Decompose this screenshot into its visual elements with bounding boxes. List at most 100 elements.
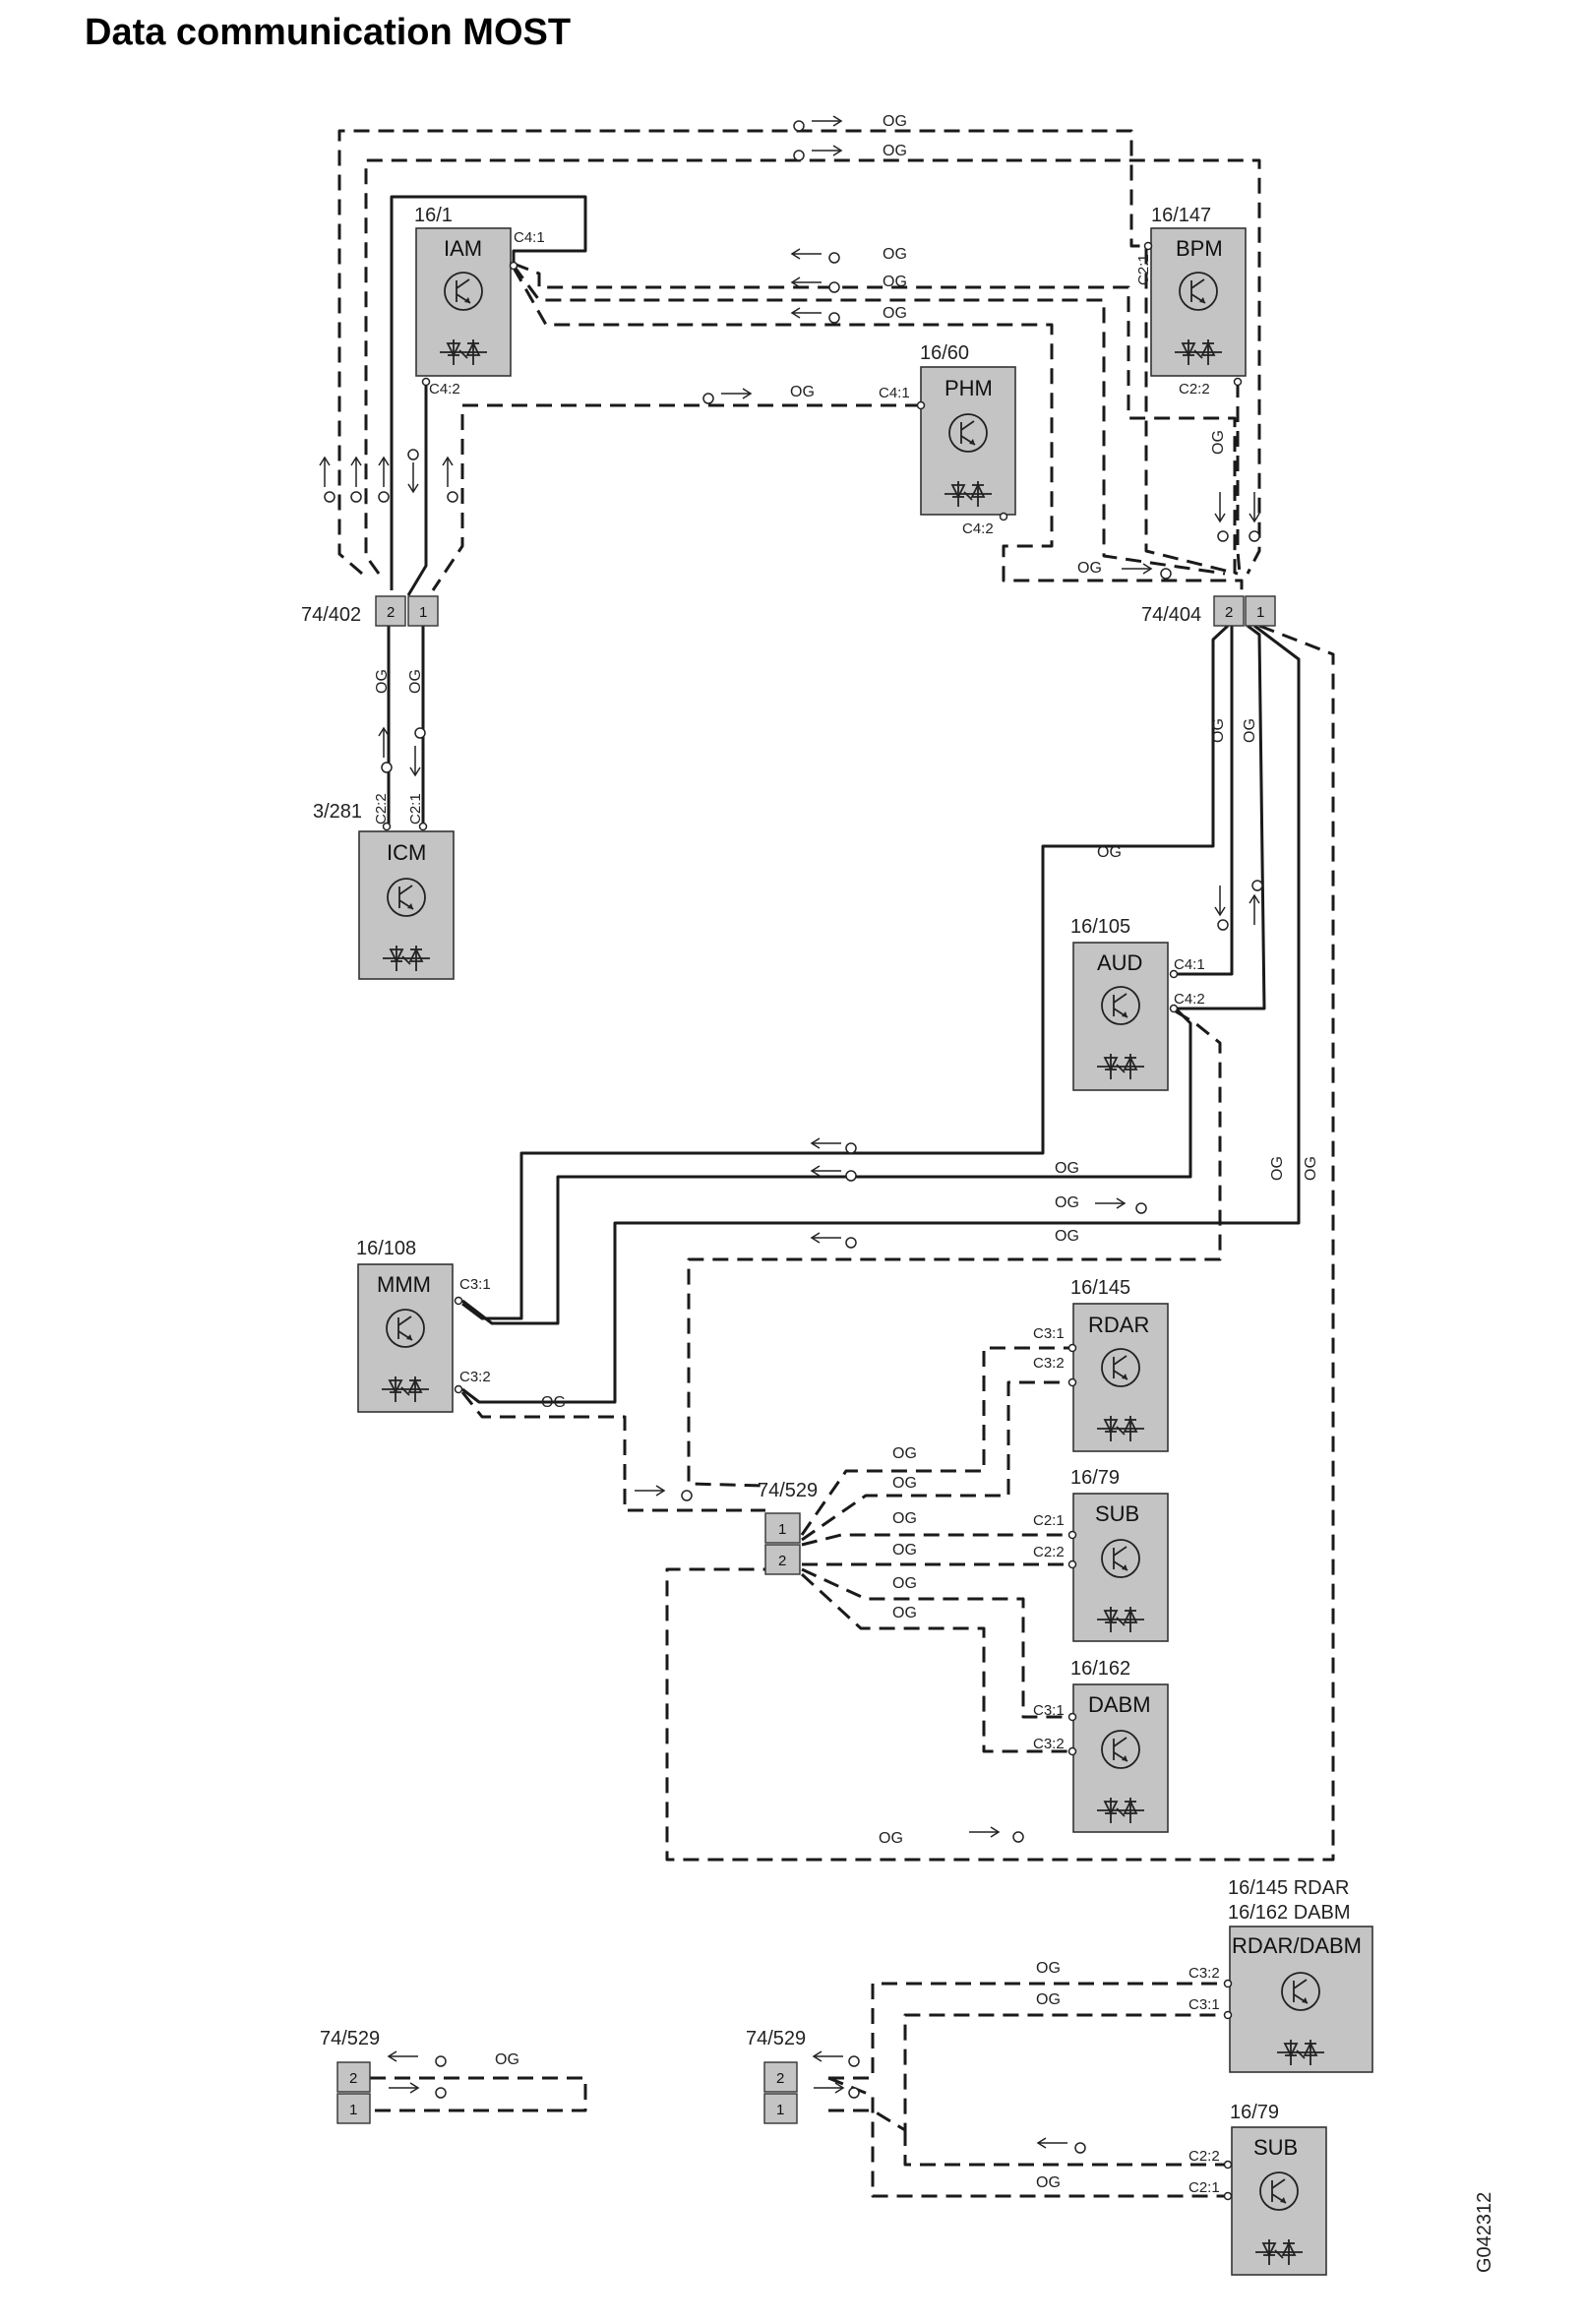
wire-iam-c41-solid bbox=[390, 195, 587, 590]
pin-number: 1 bbox=[419, 604, 427, 621]
arrow-left-icon bbox=[1036, 2137, 1086, 2154]
arrow-up-icon bbox=[1249, 880, 1263, 925]
module-box bbox=[1072, 1493, 1169, 1642]
arrow-right-icon bbox=[969, 1826, 1024, 1843]
module-name: IAM bbox=[444, 236, 482, 261]
arrow-down-icon bbox=[409, 727, 426, 777]
wire-alt-sub-c21 bbox=[827, 2076, 1228, 2198]
connector-74-402[interactable]: 74/402 2 1 bbox=[301, 595, 439, 627]
module-bpm[interactable]: 16/147 BPM C2:1 C2:2 bbox=[1135, 205, 1247, 398]
pin-label: C3:1 bbox=[1033, 1325, 1065, 1342]
wire-phm-c41 bbox=[431, 403, 921, 591]
module-id: 16/79 bbox=[1070, 1467, 1120, 1489]
wire-label-og: OG bbox=[541, 1394, 566, 1411]
connector-74-529[interactable]: 74/529 1 2 bbox=[758, 1480, 818, 1575]
module-iam[interactable]: 16/1 IAM C4:1 C4:2 bbox=[414, 205, 545, 398]
module-name: PHM bbox=[944, 376, 993, 400]
wire-top-inner bbox=[364, 158, 1261, 575]
wire-label-og: OG bbox=[407, 669, 424, 694]
wire-mmm-c32-dashed bbox=[460, 1391, 765, 1512]
arrow-left-icon bbox=[810, 1165, 857, 1182]
module-id-line2: 16/162 DABM bbox=[1228, 1902, 1351, 1924]
wiring bbox=[337, 129, 1335, 2198]
pin-label: C3:1 bbox=[1188, 1996, 1220, 2013]
module-rdar[interactable]: 16/145 RDAR C3:1 C3:2 bbox=[1033, 1277, 1169, 1452]
module-box bbox=[1150, 227, 1247, 377]
arrow-left-icon bbox=[790, 276, 840, 293]
wire-iam-route2 bbox=[512, 265, 1226, 576]
module-sub[interactable]: 16/79 SUB C2:1 C2:2 bbox=[1033, 1467, 1169, 1642]
arrow-up-icon bbox=[350, 456, 362, 503]
pin-label: C4:1 bbox=[1174, 956, 1205, 973]
wire-mmm-c31b bbox=[461, 1007, 1192, 1325]
wire-label-og: OG bbox=[883, 305, 907, 322]
connector-pin bbox=[764, 1512, 801, 1544]
wire-label-og: OG bbox=[1303, 1156, 1319, 1181]
module-mmm[interactable]: 16/108 MMM C3:1 C3:2 bbox=[356, 1238, 491, 1413]
pin-label: C4:1 bbox=[879, 385, 910, 401]
pin-label: C3:2 bbox=[1033, 1736, 1065, 1752]
wire-label-og: OG bbox=[1055, 1194, 1079, 1211]
arrow-down-icon bbox=[1214, 886, 1229, 931]
wire-404-aud-c41 bbox=[1174, 626, 1234, 976]
module-id-line1: 16/145 RDAR bbox=[1228, 1877, 1349, 1899]
arrow-down-icon bbox=[1214, 492, 1229, 542]
connector-74-529-loop[interactable]: 74/529 2 1 bbox=[320, 2028, 380, 2124]
pin-label: C2:2 bbox=[373, 793, 390, 825]
wire-top-outer bbox=[337, 129, 1239, 576]
connector-pin bbox=[407, 595, 439, 627]
wire-label-og: OG bbox=[1210, 430, 1227, 455]
module-id: 3/281 bbox=[313, 801, 362, 823]
wire-label-og: OG bbox=[883, 113, 907, 130]
pin-number: 1 bbox=[776, 2102, 784, 2118]
pin-number: 1 bbox=[349, 2102, 357, 2118]
pin-number: 1 bbox=[778, 1521, 786, 1538]
wire-label-og: OG bbox=[1210, 718, 1227, 743]
connector-id: 74/529 bbox=[320, 2028, 380, 2049]
pin-label: C3:1 bbox=[1033, 1702, 1065, 1719]
wire-label-og: OG bbox=[1077, 560, 1102, 577]
module-name: AUD bbox=[1097, 950, 1142, 975]
module-sub-2[interactable]: 16/79 SUB C2:2 C2:1 bbox=[1188, 2102, 1327, 2276]
wire-529-dabm-c32 bbox=[800, 1572, 1072, 1753]
arrow-left-icon bbox=[790, 248, 840, 264]
module-name: SUB bbox=[1253, 2135, 1298, 2160]
module-box bbox=[1072, 1303, 1169, 1452]
connector-74-529-alt[interactable]: 74/529 2 1 bbox=[746, 2028, 806, 2124]
module-name: RDAR/DABM bbox=[1232, 1933, 1362, 1958]
connector-pin bbox=[375, 595, 406, 627]
wire-label-og: OG bbox=[879, 1830, 903, 1847]
connector-id: 74/402 bbox=[301, 604, 361, 626]
module-aud[interactable]: 16/105 AUD C4:1 C4:2 bbox=[1070, 916, 1205, 1091]
module-phm[interactable]: 16/60 PHM C4:1 C4:2 bbox=[879, 342, 1016, 537]
wire-label-og: OG bbox=[495, 2051, 519, 2068]
arrow-up-icon bbox=[378, 456, 390, 503]
pin-label: C3:1 bbox=[459, 1276, 491, 1293]
arrow-up-icon bbox=[378, 726, 393, 773]
pin-label: C4:1 bbox=[514, 229, 545, 246]
pin-label: C2:2 bbox=[1033, 1544, 1065, 1560]
pin-label: C2:1 bbox=[1135, 254, 1152, 285]
figure-id: G042312 bbox=[1474, 2192, 1495, 2273]
wire-label-og: OG bbox=[1097, 844, 1122, 861]
direction-markers bbox=[319, 115, 1263, 2154]
connector-74-404[interactable]: 74/404 2 1 bbox=[1141, 595, 1276, 627]
module-rdar-dabm[interactable]: 16/145 RDAR 16/162 DABM RDAR/DABM C3:2 C… bbox=[1188, 1877, 1373, 2073]
module-icm[interactable]: 3/281 ICM C2:2 C2:1 bbox=[313, 793, 455, 980]
wire-label-og: OG bbox=[892, 1575, 917, 1592]
arrow-left-icon bbox=[790, 307, 840, 324]
wire-label-og: OG bbox=[883, 143, 907, 159]
arrow-right-icon bbox=[793, 115, 843, 132]
wire-label-og: OG bbox=[892, 1445, 917, 1462]
connector-pin bbox=[1245, 595, 1276, 627]
module-dabm[interactable]: 16/162 DABM C3:1 C3:2 bbox=[1033, 1658, 1169, 1833]
wire-label-og: OG bbox=[892, 1605, 917, 1621]
module-id: 16/79 bbox=[1230, 2102, 1279, 2123]
pin-number: 1 bbox=[1256, 604, 1264, 621]
arrow-left-icon bbox=[810, 1232, 857, 1249]
module-id: 16/60 bbox=[920, 342, 969, 364]
wire-alt-rdar-c31 bbox=[828, 2013, 1228, 2132]
arrow-right-icon bbox=[702, 388, 753, 404]
pin-label: C3:2 bbox=[1188, 1965, 1220, 1982]
